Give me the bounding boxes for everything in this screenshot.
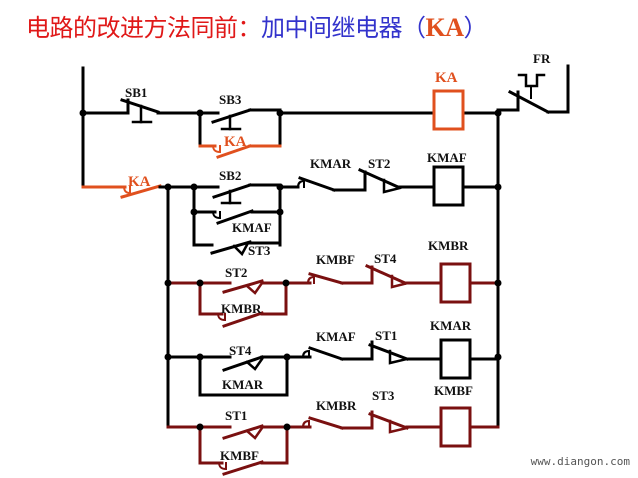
label-ka-main: KA bbox=[128, 174, 151, 190]
ka-main-contact bbox=[81, 184, 162, 199]
label-st1-row4: ST1 bbox=[375, 328, 397, 343]
title-method: 电路的改进方法同前： bbox=[26, 14, 262, 42]
page-title: 电路的改进方法同前：加中间继电器（KA） bbox=[26, 8, 487, 43]
junction-dots bbox=[79, 109, 502, 431]
label-st3-row5: ST3 bbox=[372, 388, 395, 403]
row-4-kmar-circuit bbox=[166, 340, 500, 397]
label-kmar-coil: KMAR bbox=[430, 318, 472, 333]
label-st3-row2: ST3 bbox=[248, 243, 271, 258]
title-ka: KA bbox=[425, 13, 465, 42]
kmar-coil bbox=[439, 338, 472, 380]
label-sb3: SB3 bbox=[219, 92, 242, 107]
label-kmar-row2: KMAR bbox=[310, 156, 352, 171]
row-2-kmaf-circuit bbox=[158, 168, 500, 429]
label-st2-row3: ST2 bbox=[225, 265, 247, 280]
label-st4-row3: ST4 bbox=[374, 251, 397, 266]
label-kmbf-coil: KMBF bbox=[434, 383, 473, 398]
row-1-ka-coil-circuit bbox=[81, 98, 500, 148]
label-kmaf-row4: KMAF bbox=[316, 329, 356, 344]
title-relay: 加中间继电器（ bbox=[261, 14, 426, 42]
row-5-kmbf-circuit bbox=[166, 410, 500, 476]
label-kmbf-row3: KMBF bbox=[316, 252, 355, 267]
label-kmbr-hold: KMBR bbox=[221, 301, 262, 316]
label-kmar-hold: KMAR bbox=[222, 377, 264, 392]
watermark: www.diangon.com bbox=[530, 455, 630, 468]
label-st2-row2: ST2 bbox=[368, 156, 390, 171]
label-st1-row5: ST1 bbox=[225, 408, 247, 423]
label-fr: FR bbox=[533, 51, 551, 66]
label-kmaf-hold: KMAF bbox=[232, 220, 272, 235]
label-kmbr-coil: KMBR bbox=[428, 238, 469, 253]
kmbf-coil bbox=[439, 406, 472, 448]
title-close: ） bbox=[463, 14, 488, 42]
kmaf-coil bbox=[432, 165, 465, 207]
label-st4-row4: ST4 bbox=[229, 343, 252, 358]
ka-coil bbox=[432, 89, 465, 131]
kmbr-coil bbox=[439, 262, 472, 304]
label-kmbf-hold: KMBF bbox=[220, 448, 259, 463]
label-sb1: SB1 bbox=[125, 85, 147, 100]
label-sb2: SB2 bbox=[219, 168, 241, 183]
ka-hold-contact bbox=[198, 144, 282, 159]
label-kmbr-row5: KMBR bbox=[316, 398, 357, 413]
label-ka-hold: KA bbox=[224, 134, 247, 150]
fr-overload-contact bbox=[496, 64, 570, 115]
label-kmaf-coil: KMAF bbox=[427, 150, 467, 165]
label-ka-coil: KA bbox=[435, 70, 458, 86]
